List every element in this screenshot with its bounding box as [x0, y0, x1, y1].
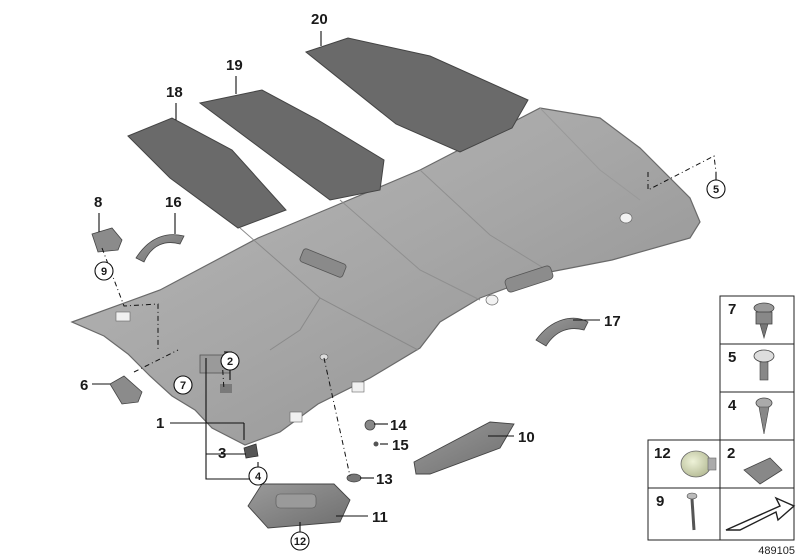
- grab-handle-17: [535, 317, 589, 347]
- legend-clip-2-icon: [743, 457, 783, 485]
- legend-label-2: 2: [727, 445, 735, 462]
- label-2: 2: [227, 356, 233, 368]
- label-6: 6: [80, 377, 88, 394]
- panel-20: [304, 37, 529, 153]
- panel-19: [198, 89, 385, 201]
- legend-label-4: 4: [728, 397, 737, 414]
- label-19: 19: [226, 57, 243, 74]
- bracket-8: [91, 227, 123, 253]
- label-15: 15: [392, 437, 409, 454]
- cover-13: [346, 473, 362, 483]
- legend-label-7: 7: [728, 301, 736, 318]
- label-4: 4: [255, 471, 262, 483]
- label-14: 14: [390, 417, 407, 434]
- legend-screw-7-icon: [753, 302, 775, 340]
- label-7: 7: [180, 380, 186, 392]
- label-9: 9: [101, 266, 107, 278]
- insulation-panels: [127, 37, 529, 229]
- label-17: 17: [604, 313, 621, 330]
- bracket-6: [109, 375, 143, 405]
- legend-label-12: 12: [654, 445, 671, 462]
- label-13: 13: [376, 471, 393, 488]
- circled-callouts: 9 5 2 7 4 12: [94, 179, 726, 551]
- clip-14: [364, 419, 376, 431]
- legend-arrow-icon: [725, 496, 796, 531]
- clip-15: [373, 441, 379, 447]
- legend-expanding-rivet-5-icon: [753, 349, 775, 381]
- legend-screw-4-icon: [755, 397, 773, 435]
- clip-3: [243, 443, 259, 459]
- panel-18: [127, 117, 287, 229]
- legend-rivet-9-icon: [686, 492, 698, 531]
- parts-legend: [647, 295, 796, 541]
- label-12: 12: [294, 536, 306, 548]
- label-18: 18: [166, 84, 183, 101]
- legend-label-9: 9: [656, 493, 664, 510]
- legend-bulb-12-icon: [680, 450, 717, 478]
- callout-labels: 20 19 18 8 16 17 6 1 3 14 15 10 13 11: [80, 11, 621, 526]
- label-8: 8: [94, 194, 102, 211]
- small-parts: [91, 227, 589, 529]
- sun-visor-10: [413, 421, 515, 475]
- label-16: 16: [165, 194, 182, 211]
- grab-handle-16: [135, 234, 185, 263]
- legend-label-5: 5: [728, 349, 736, 366]
- label-3: 3: [218, 445, 226, 462]
- reference-number: 489105: [758, 545, 795, 557]
- label-20: 20: [311, 11, 328, 28]
- label-1: 1: [156, 415, 164, 432]
- leader-lines: [92, 31, 717, 532]
- legend-labels: 7 5 4 12 2 9: [654, 301, 737, 510]
- label-10: 10: [518, 429, 535, 446]
- label-5: 5: [713, 184, 719, 196]
- label-11: 11: [372, 509, 388, 526]
